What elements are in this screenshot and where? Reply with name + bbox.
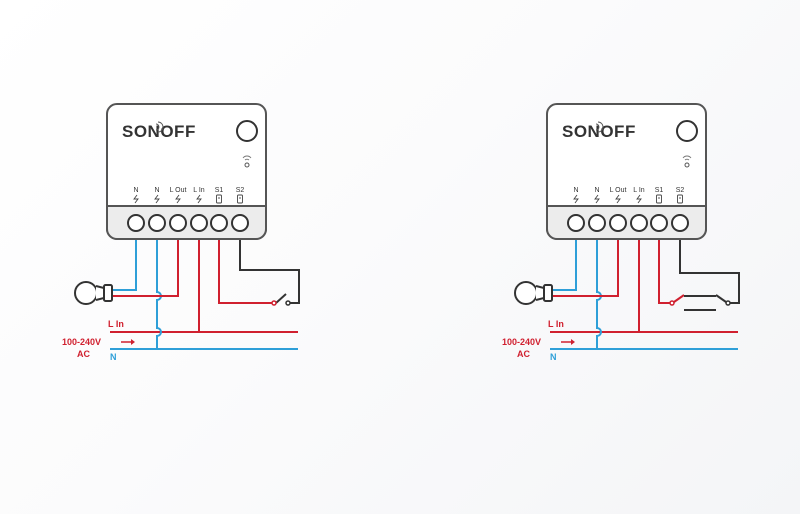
- terminal-screw: [630, 214, 648, 232]
- legend-neutral-label: N: [110, 352, 117, 362]
- legend-live-label: L In: [108, 319, 124, 329]
- switch-input-icon: [237, 194, 243, 204]
- legend-voltage-label: 100-240V: [502, 337, 541, 347]
- button-icon[interactable]: [676, 120, 698, 142]
- legend-neutral-label: N: [550, 352, 557, 362]
- switch-input-icon: [216, 194, 222, 204]
- switch-contact-right: [285, 300, 291, 306]
- legend-ac-label: AC: [77, 349, 90, 359]
- bolt-icon: [573, 194, 579, 204]
- device-body: SONOFF N N L Out L In S1 S2: [106, 103, 267, 240]
- button-icon[interactable]: [236, 120, 258, 142]
- switch-contact-left: [669, 300, 675, 306]
- terminal-label: S1: [655, 187, 664, 194]
- wiring: [550, 231, 740, 350]
- bulb-icon: [514, 281, 553, 305]
- terminal-screw: [609, 214, 627, 232]
- terminal-screw: [588, 214, 606, 232]
- status-led-icon: [242, 155, 252, 168]
- brand-logo: SONOFF: [562, 122, 636, 141]
- status-led-icon: [682, 155, 692, 168]
- wire-s1-switch: [658, 231, 670, 304]
- wire-s2-switch: [679, 231, 740, 304]
- switch-lever: [275, 293, 287, 304]
- terminal-screw: [231, 214, 249, 232]
- diagram-two-way-switch: L In N 100-240V AC SONOFF N N L Out: [502, 103, 740, 362]
- terminal-label: L In: [633, 187, 645, 194]
- bulb-icon: [74, 281, 113, 305]
- terminal-label: S2: [676, 187, 685, 194]
- terminal-label: L Out: [170, 187, 187, 194]
- terminal-screw: [210, 214, 228, 232]
- arrow-icon: [561, 339, 575, 345]
- terminal-label: N: [573, 187, 578, 194]
- switch-contact-right: [725, 300, 731, 306]
- terminal-screw: [148, 214, 166, 232]
- terminal-screw: [650, 214, 668, 232]
- terminal-screw: [169, 214, 187, 232]
- wifi-icon: [155, 121, 164, 133]
- terminal-screw: [190, 214, 208, 232]
- brand-logo: SONOFF: [122, 122, 196, 141]
- bolt-icon: [175, 194, 181, 204]
- diagram-single-switch: L In N 100-240V AC SONOFF N N: [62, 103, 300, 362]
- wifi-icon: [595, 121, 604, 133]
- switch-contact-left: [271, 300, 277, 306]
- legend-live-label: L In: [548, 319, 564, 329]
- wire-n1-lamp: [552, 231, 577, 291]
- legend-ac-label: AC: [517, 349, 530, 359]
- wiring: [110, 231, 300, 350]
- switch-input-icon: [656, 194, 662, 204]
- terminal-label: L In: [193, 187, 205, 194]
- arrow-icon: [121, 339, 135, 345]
- switch-input-icon: [677, 194, 683, 204]
- wire-s2-switch: [239, 231, 300, 304]
- bolt-icon: [636, 194, 642, 204]
- wire-n2-neutral: [596, 231, 602, 349]
- bolt-icon: [615, 194, 621, 204]
- terminal-label: N: [594, 187, 599, 194]
- wire-n1-lamp: [112, 231, 137, 291]
- terminal-label: S1: [215, 187, 224, 194]
- wire-n2-neutral: [156, 231, 162, 349]
- terminal-screw: [567, 214, 585, 232]
- switch-lever: [673, 294, 685, 303]
- device-body: SONOFF N N L Out L In S1 S2: [546, 103, 707, 240]
- bolt-icon: [133, 194, 139, 204]
- terminal-label: L Out: [610, 187, 627, 194]
- bolt-icon: [196, 194, 202, 204]
- terminal-screw: [671, 214, 689, 232]
- terminal-label: S2: [236, 187, 245, 194]
- wire-s1-switch: [218, 231, 272, 304]
- terminal-label: N: [154, 187, 159, 194]
- bolt-icon: [154, 194, 160, 204]
- bolt-icon: [594, 194, 600, 204]
- switch-lever: [715, 294, 727, 303]
- wire-lout-lamp: [552, 231, 619, 297]
- terminal-screw: [127, 214, 145, 232]
- wire-lout-lamp: [112, 231, 179, 297]
- legend-voltage-label: 100-240V: [62, 337, 101, 347]
- terminal-label: N: [133, 187, 138, 194]
